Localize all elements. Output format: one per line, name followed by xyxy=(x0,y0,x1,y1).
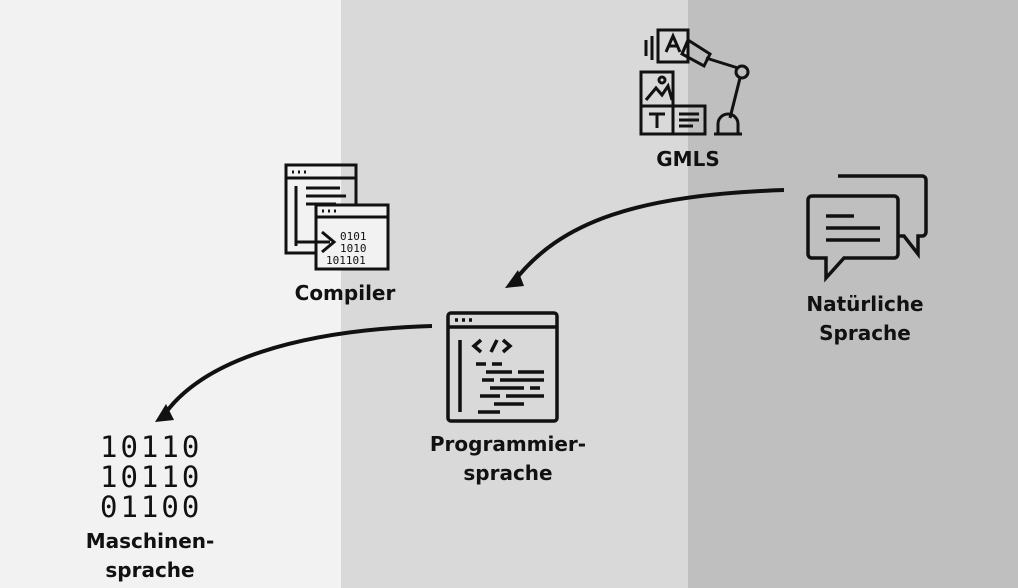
gmls-label: GMLS xyxy=(656,147,720,171)
svg-text:0101: 0101 xyxy=(340,230,367,243)
arrowhead-natural-to-programming xyxy=(505,270,524,288)
machine-level-band xyxy=(0,0,341,588)
svg-text:1010: 1010 xyxy=(340,242,367,255)
compiler-icon: 0101 1010 101101 xyxy=(284,163,390,271)
svg-text:101101: 101101 xyxy=(326,254,366,267)
programming-language-label: Programmier- sprache xyxy=(429,432,587,485)
natural-language-band xyxy=(688,0,1018,588)
chat-bubbles-icon xyxy=(806,174,928,283)
code-window-icon xyxy=(446,311,559,423)
machine-code-text: 10110 10110 01100 xyxy=(100,430,203,524)
arrow-natural-to-programming xyxy=(510,188,785,286)
arrow-programming-to-machine xyxy=(160,324,433,420)
arrowhead-programming-to-machine xyxy=(155,404,174,422)
natural-language-label: Natürliche Sprache xyxy=(806,292,924,345)
compiler-label: Compiler xyxy=(294,281,396,305)
machine-language-label: Maschinen- sprache xyxy=(85,529,215,582)
programming-level-band xyxy=(341,0,688,588)
robot-arm-icon xyxy=(639,28,750,136)
